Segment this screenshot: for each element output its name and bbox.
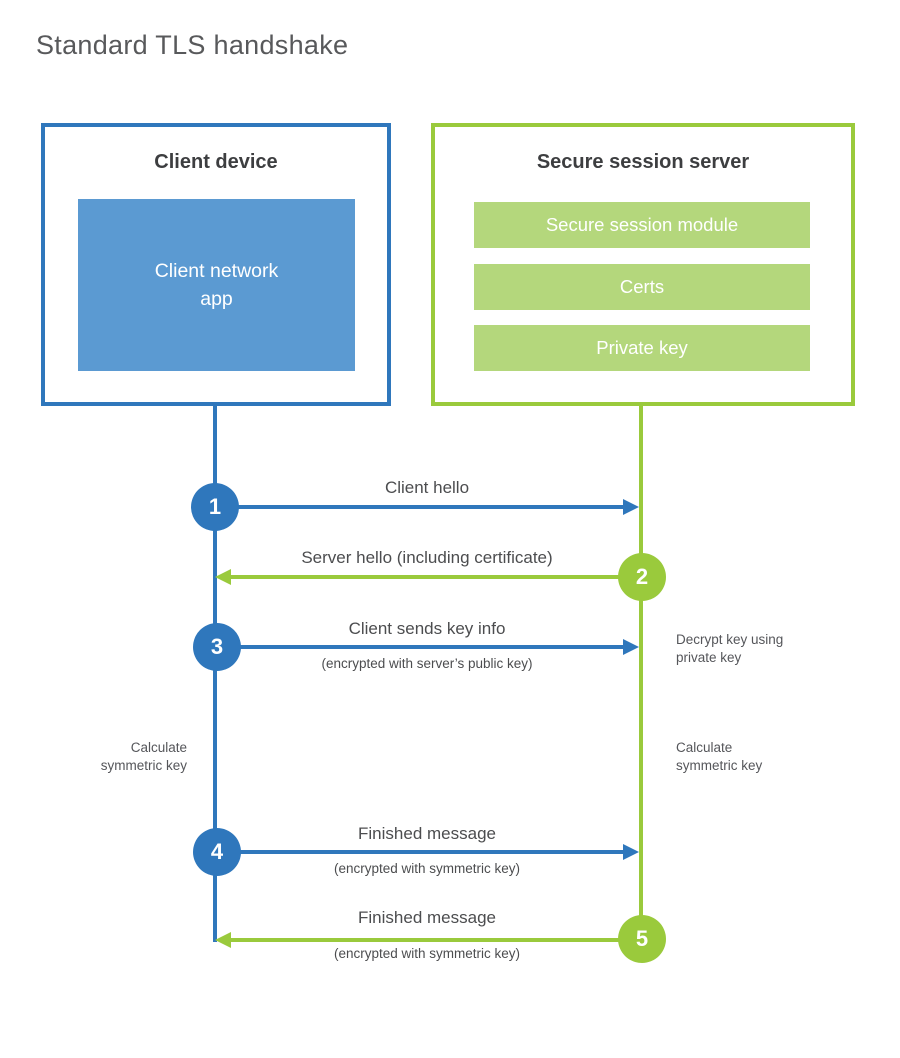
client-network-app-box: Client network app bbox=[78, 199, 355, 371]
step2-arrow bbox=[230, 575, 643, 579]
step5-sublabel: (encrypted with symmetric key) bbox=[333, 946, 521, 961]
server-lifeline bbox=[639, 406, 643, 952]
step1-arrow bbox=[215, 505, 626, 509]
step4-arrow bbox=[215, 850, 626, 854]
step3-arrowhead-right-icon bbox=[623, 639, 639, 655]
step4-badge: 4 bbox=[193, 828, 241, 876]
step4-label: Finished message bbox=[358, 824, 496, 843]
step1-badge: 1 bbox=[191, 483, 239, 531]
calculate-symmetric-key-note-server: Calculate symmetric key bbox=[676, 740, 763, 773]
calculate-symmetric-key-note-client: Calculate symmetric key bbox=[100, 740, 187, 773]
step3-sublabel: (encrypted with server’s public key) bbox=[321, 656, 533, 671]
client-network-app-label: Client network app bbox=[154, 259, 279, 310]
step4-sublabel: (encrypted with symmetric key) bbox=[333, 861, 521, 876]
step3-label: Client sends key info bbox=[348, 619, 506, 638]
step1-label: Client hello bbox=[384, 478, 470, 497]
step5-label: Finished message bbox=[358, 908, 496, 927]
secure-session-server-title: Secure session server bbox=[536, 151, 750, 173]
step3-badge: 3 bbox=[193, 623, 241, 671]
step5-arrow bbox=[230, 938, 643, 942]
decrypt-key-note: Decrypt key using private key bbox=[676, 632, 784, 665]
step2-arrowhead-left-icon bbox=[215, 569, 231, 585]
client-lifeline bbox=[213, 406, 217, 942]
step2-badge: 2 bbox=[618, 553, 666, 601]
server-module-certs: Certs bbox=[474, 264, 810, 310]
step5-badge: 5 bbox=[618, 915, 666, 963]
step3-arrow bbox=[215, 645, 626, 649]
step1-arrowhead-right-icon bbox=[623, 499, 639, 515]
server-module-private-key: Private key bbox=[474, 325, 810, 371]
step4-arrowhead-right-icon bbox=[623, 844, 639, 860]
server-module-secure-session: Secure session module bbox=[474, 202, 810, 248]
step2-label: Server hello (including certificate) bbox=[301, 548, 553, 567]
page-title: Standard TLS handshake bbox=[36, 30, 349, 60]
client-device-title: Client device bbox=[154, 151, 278, 173]
step5-arrowhead-left-icon bbox=[215, 932, 231, 948]
